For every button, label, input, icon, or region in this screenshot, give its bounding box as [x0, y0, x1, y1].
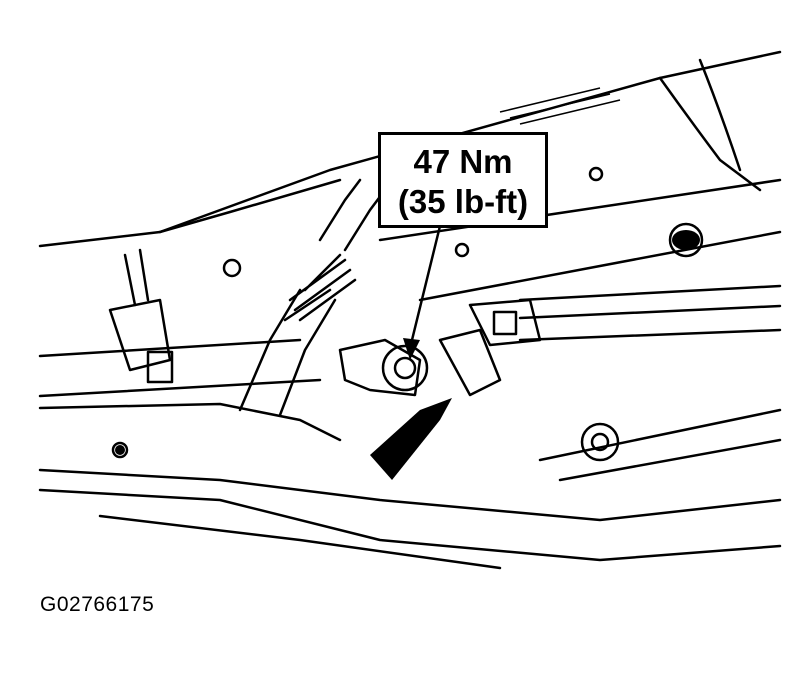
callout-leader-arrowhead — [403, 338, 420, 360]
fastener-1 — [222, 258, 242, 278]
lower-pan-edge-2 — [38, 488, 782, 562]
fastener-4 — [111, 441, 129, 459]
lower-right-line-2 — [558, 438, 782, 482]
coil-spring — [283, 253, 357, 322]
drain-plug-inner — [590, 432, 610, 452]
fastener-3 — [454, 242, 470, 258]
hatch-lines — [499, 87, 621, 125]
hose-right — [278, 298, 337, 417]
connector-bolt — [492, 310, 518, 336]
torque-callout: 47 Nm (35 lb-ft) — [378, 132, 548, 228]
shaft-mid — [518, 304, 782, 320]
figure-id: G02766175 — [40, 593, 155, 616]
frame-line-3 — [38, 402, 342, 442]
panel-contour — [658, 76, 762, 192]
callout-leader — [410, 224, 442, 342]
plug-fill — [672, 230, 700, 250]
upper-panel-edge — [38, 50, 782, 248]
torque-imperial-label: (35 lb-ft) — [397, 183, 529, 220]
lower-pan-edge-3 — [98, 514, 502, 570]
clamp — [438, 328, 502, 397]
hose-left — [238, 288, 302, 412]
left-bolt-head — [146, 350, 174, 384]
left-bracket-arm-2 — [123, 253, 137, 307]
fitting-nut — [381, 344, 429, 392]
panel-inner-edge — [158, 178, 342, 234]
upper-rail-top — [378, 178, 782, 242]
fitting-body — [338, 338, 422, 397]
plug-large — [668, 222, 704, 258]
fitting-nut-inner — [393, 356, 417, 380]
shaft-top — [518, 284, 782, 302]
hose-upper — [318, 178, 362, 242]
upper-rail-bottom — [418, 230, 782, 302]
drain-plug — [580, 422, 620, 462]
connector — [468, 298, 542, 347]
frame-line-2 — [38, 378, 322, 398]
frame-top-line — [38, 338, 302, 358]
lower-right-line — [538, 408, 782, 462]
left-bracket-arm — [138, 248, 150, 302]
panel-contour-2 — [698, 58, 742, 172]
fastener-4-dot — [115, 445, 125, 455]
left-bracket — [108, 298, 172, 372]
pointer-arrow — [370, 398, 452, 480]
lower-pan-edge — [38, 468, 782, 522]
torque-metric-label: 47 Nm — [413, 143, 513, 180]
fastener-2 — [588, 166, 604, 182]
shaft-bottom — [518, 328, 782, 342]
